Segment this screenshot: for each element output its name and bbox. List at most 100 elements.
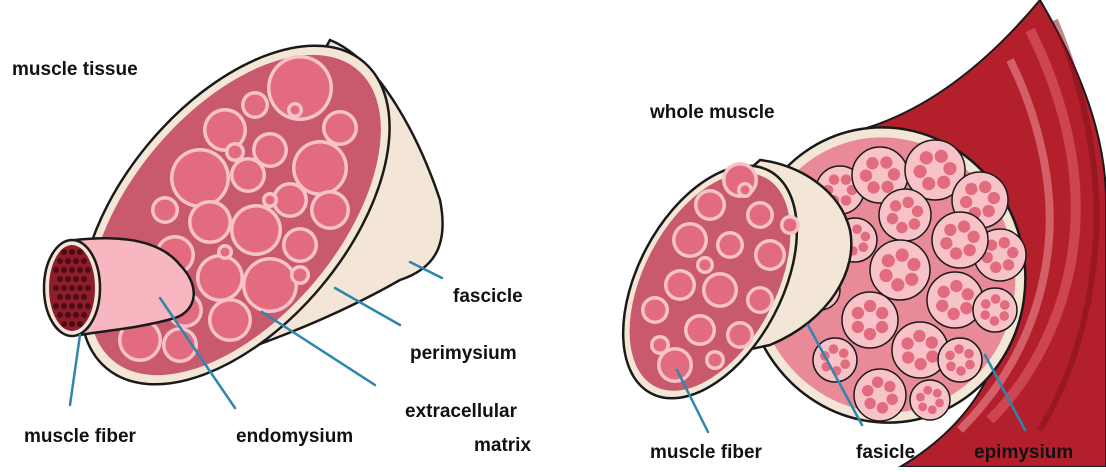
fascicle-pocket-fiber bbox=[877, 402, 888, 413]
fascicle-pocket-fiber bbox=[982, 205, 994, 217]
endomysium-fiber-core bbox=[234, 208, 279, 253]
leader-muscle-fiber-left bbox=[70, 335, 80, 405]
fascicle-pocket-fiber bbox=[852, 307, 864, 319]
fascicle-pocket-fiber bbox=[901, 337, 913, 349]
fascicle-pocket-fiber bbox=[923, 386, 932, 395]
fascicle-pocket-fiber bbox=[916, 393, 925, 402]
fascicle-pocket-fiber bbox=[954, 344, 964, 354]
fascicle-fiber-core bbox=[750, 205, 771, 226]
endomysium-fiber-core bbox=[200, 258, 241, 299]
fascicle-pocket-fiber bbox=[852, 224, 862, 234]
fascicle-pocket-fiber bbox=[840, 359, 850, 369]
fascicle-pocket-fiber bbox=[858, 242, 868, 252]
fascicle-pocket-fiber bbox=[964, 349, 974, 359]
fascicle-pocket-fiber bbox=[880, 156, 892, 168]
fascicle-pocket-fiber bbox=[887, 213, 898, 224]
endomysium-fiber-core bbox=[155, 200, 176, 221]
fascicle-pocket-fiber bbox=[960, 302, 972, 314]
fascicle-fiber-core bbox=[676, 226, 705, 255]
endomysium-fiber-core bbox=[276, 186, 305, 215]
myofibril bbox=[69, 321, 75, 327]
fascicle-pocket-fiber bbox=[888, 168, 900, 180]
fascicle-fiber-core bbox=[654, 339, 667, 352]
fascicle-pocket-fiber bbox=[990, 316, 1000, 326]
fascicle-pocket-fiber bbox=[999, 311, 1009, 321]
fascicle-pocket-fiber bbox=[965, 183, 977, 195]
fascicle-fiber-core bbox=[709, 354, 722, 367]
fascicle-pocket-fiber bbox=[902, 197, 913, 208]
myofibril bbox=[73, 294, 79, 300]
myofibril bbox=[69, 303, 75, 309]
myofibril bbox=[57, 258, 63, 264]
myofibril bbox=[61, 303, 67, 309]
endomysium-fiber-core bbox=[245, 95, 266, 116]
myofibril bbox=[61, 249, 67, 255]
label-matrix: matrix bbox=[474, 436, 531, 455]
endomysium-fiber-core bbox=[326, 114, 355, 143]
fascicle-pocket-fiber bbox=[937, 286, 949, 298]
label-fascicle: fascicle bbox=[453, 287, 523, 306]
fascicle-pocket-fiber bbox=[988, 192, 1000, 204]
fascicle-pocket bbox=[854, 369, 906, 421]
fascicle-fiber-core bbox=[741, 186, 750, 195]
fascicle-fiber-core bbox=[758, 243, 783, 268]
endomysium-fiber-core bbox=[192, 204, 229, 241]
myofibril bbox=[77, 285, 83, 291]
myofibril bbox=[69, 249, 75, 255]
myofibril bbox=[77, 321, 83, 327]
fascicle-pocket-fiber bbox=[945, 351, 955, 361]
fascicle-pocket-fiber bbox=[860, 170, 872, 182]
myofibril bbox=[53, 285, 59, 291]
fascicle-fiber-core bbox=[668, 273, 693, 298]
fascicle-fiber-core bbox=[750, 290, 771, 311]
myofibril bbox=[85, 285, 91, 291]
endomysium-fiber-core bbox=[234, 161, 263, 190]
fascicle-fiber-core bbox=[661, 351, 690, 380]
fascicle-pocket bbox=[879, 189, 931, 241]
fascicle-pocket-fiber bbox=[963, 244, 975, 256]
fascicle-pocket-fiber bbox=[950, 280, 962, 292]
myofibril bbox=[85, 303, 91, 309]
fascicle-pocket-fiber bbox=[937, 176, 950, 189]
fascicle-fiber-core bbox=[645, 300, 666, 321]
endomysium-fiber-core bbox=[174, 152, 227, 205]
myofibril bbox=[65, 276, 71, 282]
fascicle-pocket-fiber bbox=[956, 366, 966, 376]
fascicle-pocket-fiber bbox=[861, 232, 871, 242]
myofibril bbox=[61, 321, 67, 327]
leader-extracellular-matrix bbox=[262, 312, 375, 385]
fascicle-pocket-fiber bbox=[967, 231, 979, 243]
endomysium-fiber-core bbox=[246, 261, 295, 310]
fascicle-pocket-fiber bbox=[841, 195, 852, 206]
fascicle-fiber-core bbox=[688, 318, 713, 343]
myofibril bbox=[73, 276, 79, 282]
fascicle-pocket-fiber bbox=[962, 288, 974, 300]
fascicle-fiber-core bbox=[698, 193, 723, 218]
endomysium-fiber-core bbox=[266, 196, 275, 205]
fascicle-pocket-fiber bbox=[928, 405, 937, 414]
myofibril bbox=[77, 267, 83, 273]
fascicle-pocket-fiber bbox=[1003, 259, 1014, 270]
fascicle-pocket-fiber bbox=[841, 174, 852, 185]
fascicle-pocket-fiber bbox=[864, 398, 875, 409]
myofibril bbox=[85, 267, 91, 273]
fascicle-pocket-fiber bbox=[902, 351, 914, 363]
endomysium-fiber-core bbox=[291, 106, 300, 115]
fascicle-pocket-fiber bbox=[981, 299, 991, 309]
myofibril bbox=[57, 312, 63, 318]
label-extracellular: extracellular bbox=[405, 402, 517, 421]
fascicle-pocket-fiber bbox=[943, 162, 956, 175]
fascicle-pocket-fiber bbox=[887, 394, 898, 405]
title-muscle-tissue: muscle tissue bbox=[12, 60, 138, 79]
label-muscle-fiber-right: muscle fiber bbox=[650, 443, 762, 462]
fascicle-pocket-fiber bbox=[940, 237, 952, 249]
myofibril bbox=[81, 294, 87, 300]
endomysium-fiber-core bbox=[294, 269, 307, 282]
endomysium-fiber-core bbox=[229, 146, 242, 159]
fascicle-pocket-fiber bbox=[958, 220, 970, 232]
fascicle-fiber-core bbox=[730, 325, 751, 346]
myofibril bbox=[65, 312, 71, 318]
fascicle-pocket-fiber bbox=[991, 294, 1001, 304]
